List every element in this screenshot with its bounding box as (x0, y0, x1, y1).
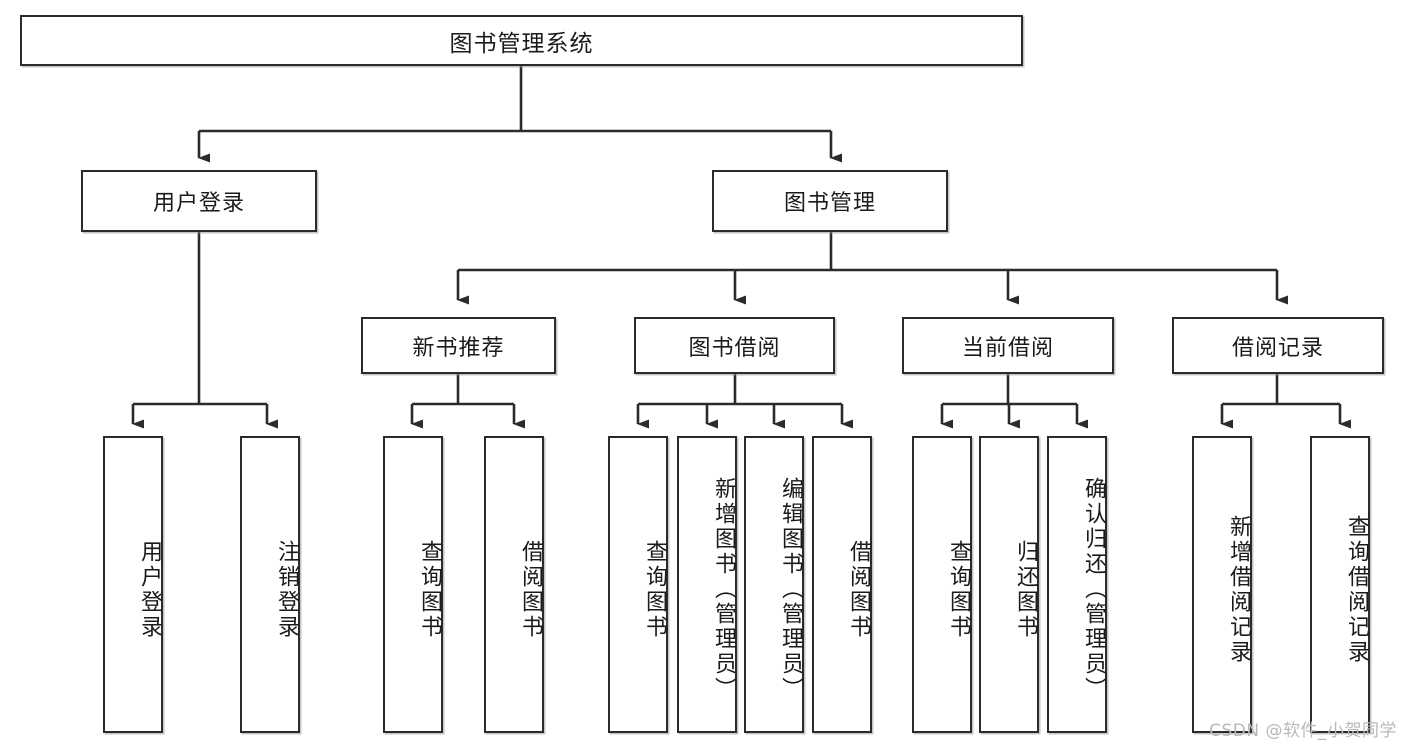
leaf-current-return-label: 归还图书 (1013, 539, 1038, 640)
node-user-login-label: 用户登录 (152, 191, 245, 216)
leaf-current-query[interactable]: 查询图书 (912, 436, 972, 733)
leaf-rec-query-label: 查询图书 (417, 539, 442, 640)
leaf-borrow-edit[interactable]: 编辑图书（管理员） (744, 436, 804, 733)
leaf-user-logout-label: 注销登录 (274, 539, 299, 640)
leaf-current-confirm[interactable]: 确认归还（管理员） (1047, 436, 1107, 733)
leaf-borrow-lend-label: 借阅图书 (846, 539, 871, 640)
node-user-login[interactable]: 用户登录 (81, 170, 317, 232)
leaf-record-add-label: 新增借阅记录 (1226, 514, 1251, 665)
node-root-label: 图书管理系统 (449, 30, 594, 57)
node-book-borrow-label: 图书借阅 (688, 335, 781, 361)
leaf-borrow-query[interactable]: 查询图书 (608, 436, 668, 733)
node-book-manage[interactable]: 图书管理 (712, 170, 948, 232)
node-book-borrow[interactable]: 图书借阅 (634, 317, 835, 374)
watermark: CSDN @软件_小贺同学 (1209, 721, 1397, 741)
leaf-rec-borrow-label: 借阅图书 (518, 539, 543, 640)
leaf-current-return[interactable]: 归还图书 (979, 436, 1039, 733)
node-new-book-rec-label: 新书推荐 (412, 335, 505, 361)
leaf-borrow-query-label: 查询图书 (642, 539, 667, 640)
leaf-record-add[interactable]: 新增借阅记录 (1192, 436, 1252, 733)
leaf-record-query-label: 查询借阅记录 (1344, 514, 1369, 665)
leaf-user-login[interactable]: 用户登录 (103, 436, 163, 733)
node-current-borrow[interactable]: 当前借阅 (902, 317, 1114, 374)
node-book-manage-label: 图书管理 (783, 191, 876, 216)
node-borrow-record[interactable]: 借阅记录 (1172, 317, 1384, 374)
leaf-record-query[interactable]: 查询借阅记录 (1310, 436, 1370, 733)
leaf-rec-query[interactable]: 查询图书 (383, 436, 443, 733)
leaf-borrow-lend[interactable]: 借阅图书 (812, 436, 872, 733)
leaf-user-logout[interactable]: 注销登录 (240, 436, 300, 733)
leaf-borrow-add-label: 新增图书（管理员） (711, 477, 736, 702)
node-borrow-record-label: 借阅记录 (1231, 335, 1324, 361)
leaf-user-login-label: 用户登录 (137, 539, 162, 640)
leaf-rec-borrow[interactable]: 借阅图书 (484, 436, 544, 733)
leaf-current-query-label: 查询图书 (946, 539, 971, 640)
node-current-borrow-label: 当前借阅 (961, 335, 1054, 361)
node-new-book-rec[interactable]: 新书推荐 (361, 317, 556, 374)
leaf-borrow-edit-label: 编辑图书（管理员） (778, 477, 803, 702)
leaf-current-confirm-label: 确认归还（管理员） (1081, 477, 1106, 702)
leaf-borrow-add[interactable]: 新增图书（管理员） (677, 436, 737, 733)
node-root[interactable]: 图书管理系统 (20, 15, 1023, 66)
